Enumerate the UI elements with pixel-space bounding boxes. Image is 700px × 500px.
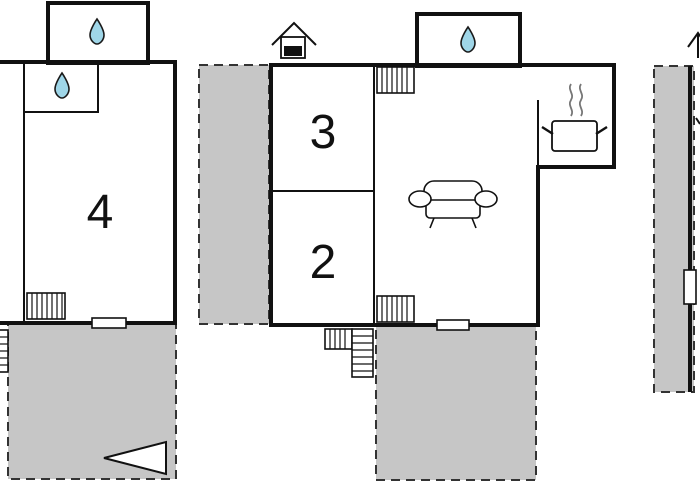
- room-number-2: 2: [310, 236, 337, 289]
- house-icon: [271, 21, 317, 59]
- stairs-icon: [0, 329, 9, 373]
- stairs-icon: [324, 328, 374, 378]
- door: [436, 319, 470, 331]
- middle-side-terrace: [198, 64, 270, 325]
- door: [91, 317, 127, 329]
- stairs-icon: [376, 66, 415, 94]
- room-number-4: 4: [87, 186, 114, 239]
- cooking-pot-icon: [541, 83, 608, 152]
- right-wall-detail: [695, 117, 700, 125]
- arrow-icon: [103, 440, 167, 476]
- door: [683, 269, 697, 305]
- stairs-icon: [26, 292, 66, 320]
- left-bath-box: [23, 61, 99, 113]
- water-drop-icon: [54, 71, 70, 99]
- room-number-3: 3: [310, 106, 337, 159]
- middle-bottom-terrace: [375, 325, 537, 481]
- stairs-icon: [376, 295, 415, 323]
- right-terrace: [653, 65, 695, 393]
- water-drop-icon: [460, 25, 476, 53]
- left-building: 4: [0, 1, 177, 480]
- water-drop-icon: [89, 17, 105, 45]
- middle-building: 3 2: [198, 12, 616, 481]
- sofa-icon: [408, 180, 498, 229]
- right-building: [653, 31, 700, 393]
